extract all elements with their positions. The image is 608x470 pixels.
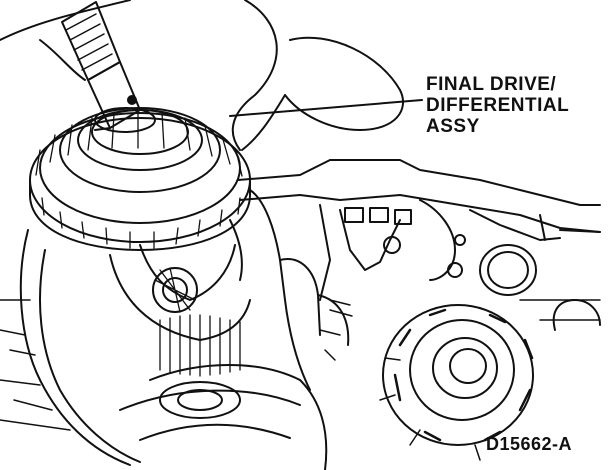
- ring-gear: [29, 107, 251, 251]
- seal-bore: [379, 304, 534, 461]
- figure-id: D15662-A: [486, 434, 573, 454]
- transaxle-case: [0, 189, 350, 470]
- callout-leader-line: [229, 99, 423, 117]
- callout-label-line1: FINAL DRIVE/: [426, 74, 557, 95]
- callout-label: FINAL DRIVE/ DIFFERENTIAL ASSY: [426, 74, 569, 137]
- transaxle-housing-right: [237, 159, 601, 361]
- hand-outline: [0, 0, 405, 151]
- differential-gears: [109, 219, 251, 341]
- callout-label-line3: ASSY: [426, 116, 480, 137]
- callout-label-line2: DIFFERENTIAL: [426, 95, 570, 116]
